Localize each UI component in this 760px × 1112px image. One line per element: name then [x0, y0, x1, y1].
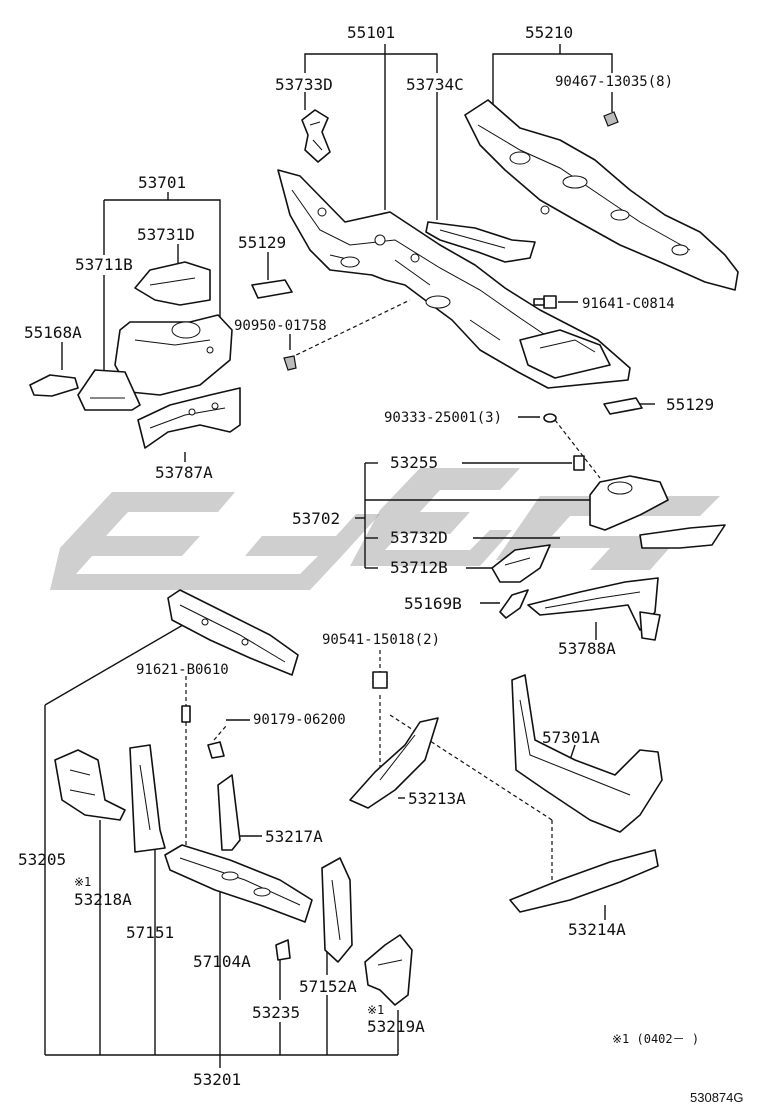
clip-90950: [283, 355, 297, 371]
part-53712B: [491, 544, 551, 583]
part-53702-apron: [589, 475, 669, 531]
part-57152A: [321, 857, 353, 963]
plug-90333: [543, 413, 557, 423]
label-53787A: 53787A: [155, 463, 213, 482]
part-55101-dash-panel: [277, 169, 631, 389]
leader-lines: [44, 44, 655, 1068]
label-53205: 53205: [18, 850, 66, 869]
part-57301A: [511, 674, 663, 833]
part-53787A: [137, 387, 241, 449]
part-53217A: [217, 774, 241, 851]
label-53731D: 53731D: [137, 225, 195, 244]
part-labels: 55101 55210 53733D 53734C 90467-13035(8)…: [18, 23, 744, 1105]
label-57301A: 57301A: [542, 728, 600, 747]
label-55129-b: 55129: [666, 395, 714, 414]
part-53731D: [134, 261, 211, 306]
label-53701: 53701: [138, 173, 186, 192]
label-55101: 55101: [347, 23, 395, 42]
nut-90541: [372, 671, 388, 689]
part-53235: [275, 939, 291, 961]
footnote-ref1: ※1 (0402－ ): [612, 1032, 699, 1046]
label-53702: 53702: [292, 509, 340, 528]
label-55168A: 55168A: [24, 323, 82, 342]
label-53711B: 53711B: [75, 255, 133, 274]
label-53235: 53235: [252, 1003, 300, 1022]
label-57152A: 57152A: [299, 977, 357, 996]
label-53217A: 53217A: [265, 827, 323, 846]
label-90467: 90467-13035(8): [555, 74, 673, 90]
label-53734C: 53734C: [406, 75, 464, 94]
part-55210-insulator: [464, 99, 739, 291]
watermark-logo: [50, 468, 720, 590]
part-53732D: [639, 524, 726, 549]
label-91641: 91641-C0814: [582, 296, 675, 312]
part-53255: [573, 455, 585, 471]
bolt-91641: [533, 295, 557, 309]
part-55169B: [499, 589, 529, 619]
part-57151: [129, 744, 166, 853]
label-91621: 91621-B0610: [136, 662, 229, 678]
label-53733D: 53733D: [275, 75, 333, 94]
label-53219A: 53219A: [367, 1017, 425, 1036]
parts: [29, 99, 739, 1006]
marker-ref1-53218A: ※1: [74, 875, 91, 889]
label-55210: 55210: [525, 23, 573, 42]
part-radiator-support-upper: [167, 589, 299, 676]
label-55169B: 55169B: [404, 594, 462, 613]
label-53218A: 53218A: [74, 890, 132, 909]
part-53219A: [364, 934, 413, 1006]
label-53255: 53255: [390, 453, 438, 472]
part-53701-apron: [77, 314, 233, 411]
label-90333: 90333-25001(3): [384, 410, 502, 426]
clip-90467: [603, 111, 619, 127]
label-57104A: 57104A: [193, 952, 251, 971]
part-55129-a: [251, 279, 293, 299]
part-53218A: [54, 749, 126, 821]
bolt-91621: [181, 705, 191, 723]
part-53734C: [425, 221, 536, 263]
diagram-code: 530874G: [690, 1090, 744, 1105]
nut-90179: [207, 741, 225, 759]
label-90179: 90179-06200: [253, 712, 346, 728]
label-53712B: 53712B: [390, 558, 448, 577]
label-53213A: 53213A: [408, 789, 466, 808]
part-53733D: [301, 109, 331, 163]
label-53732D: 53732D: [390, 528, 448, 547]
part-55129-b: [603, 397, 643, 415]
part-53213A: [349, 717, 439, 809]
part-53214A: [509, 849, 659, 913]
part-57104A: [164, 844, 313, 923]
label-90541: 90541-15018(2): [322, 632, 440, 648]
label-53214A: 53214A: [568, 920, 626, 939]
label-57151: 57151: [126, 923, 174, 942]
marker-ref1-53219A: ※1: [367, 1003, 384, 1017]
label-53201: 53201: [193, 1070, 241, 1089]
label-53788A: 53788A: [558, 639, 616, 658]
part-55168A: [29, 374, 79, 397]
part-53788A: [527, 577, 661, 641]
label-90950: 90950-01758: [234, 318, 327, 334]
label-55129-a: 55129: [238, 233, 286, 252]
